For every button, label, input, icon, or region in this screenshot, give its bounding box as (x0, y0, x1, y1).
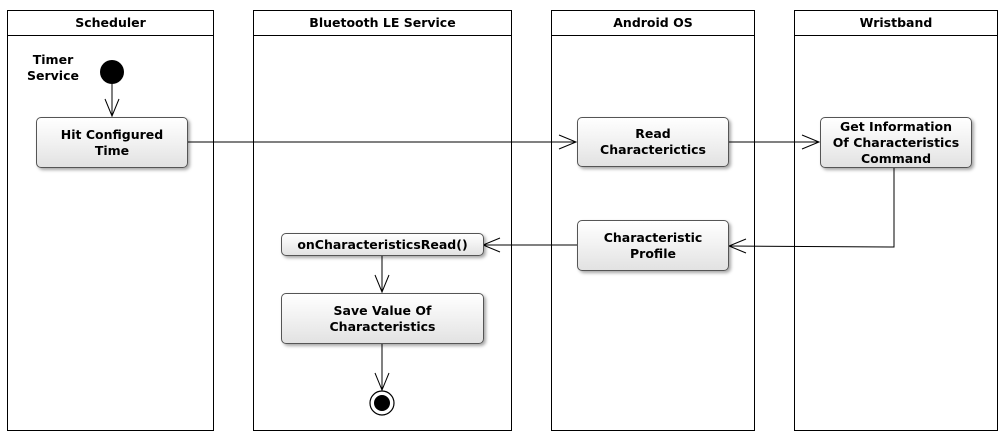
timer-service-label: Timer Service (27, 52, 79, 83)
arrowhead-hit (104, 98, 120, 118)
node-hit-configured-time: Hit Configured Time (36, 117, 188, 168)
lane-header-scheduler: Scheduler (8, 11, 213, 36)
end-node-inner (374, 395, 390, 411)
lane-header-android-os: Android OS (552, 11, 754, 36)
lane-wristband: Wristband (794, 10, 998, 431)
node-on-characteristics-read: onCharacteristicsRead() (281, 233, 484, 256)
start-node (100, 60, 124, 84)
node-read-characteristics: Read Characterictics (577, 117, 729, 167)
edge-get-info-to-profile (728, 168, 895, 248)
arrowhead-read (558, 134, 578, 150)
node-get-information: Get Information Of Characteristics Comma… (820, 117, 972, 168)
node-save-value: Save Value Of Characteristics (281, 293, 484, 344)
arrowhead-profile (727, 238, 747, 254)
lane-header-wristband: Wristband (795, 11, 997, 36)
arrowhead-save (374, 274, 390, 294)
arrowhead-get-info (801, 134, 821, 150)
lane-header-ble-service: Bluetooth LE Service (254, 11, 511, 36)
arrowhead-end (374, 372, 390, 392)
node-characteristic-profile: Characteristic Profile (577, 220, 729, 271)
